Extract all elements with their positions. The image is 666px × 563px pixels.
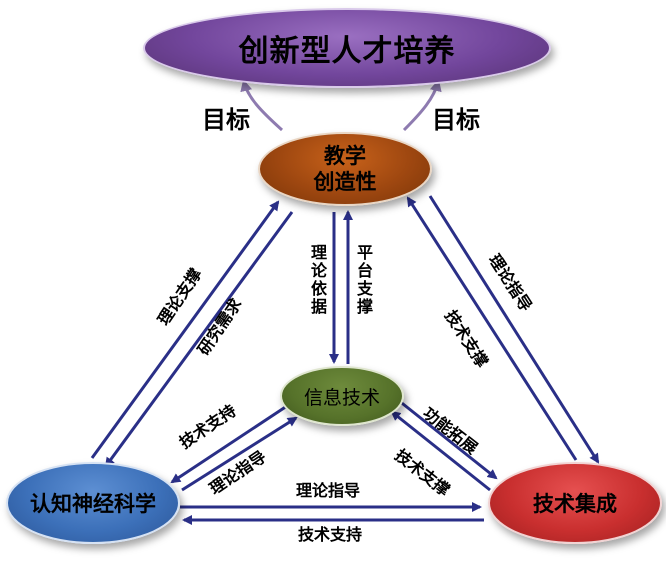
arrow-techint-to-teaching: [406, 196, 578, 461]
arrow-infotech-to-techint: [397, 398, 498, 480]
innovative-talent-label: 创新型人才培养: [238, 34, 456, 69]
edge-label-theory-guidance-bottom: 理论指导: [296, 481, 361, 500]
information-technology-node: 信息技术: [280, 366, 404, 426]
arrow-cognitive-to-infotech: [181, 416, 298, 492]
arrow-teaching-to-cognitive: [104, 211, 294, 468]
teaching-creativity-label: 教学 创造性: [313, 144, 377, 194]
arrow-techint-to-infotech: [390, 410, 491, 492]
technology-integration-label: 技术集成: [533, 492, 617, 516]
goal-label-left: 目标: [202, 106, 250, 134]
arrow-infotech-to-cognitive: [170, 402, 291, 484]
goal-label-right: 目标: [432, 106, 480, 134]
teaching-creativity-node: 教学 创造性: [258, 132, 432, 206]
edge-label-tech-support-bottom: 技术支持: [298, 525, 363, 544]
edge-label-theory-basis: 理论依据: [310, 243, 327, 316]
arrow-teaching-to-techint: [428, 195, 600, 464]
technology-integration-node: 技术集成: [488, 462, 662, 544]
arrow-cognitive-to-teaching: [90, 200, 280, 459]
edge-label-platform-support: 平台支撑: [356, 243, 373, 316]
information-technology-label: 信息技术: [303, 386, 380, 409]
goal-arrow-right: [402, 79, 442, 132]
cognitive-neuroscience-node: 认知神经科学: [6, 462, 180, 544]
innovative-talent-node: 创新型人才培养: [143, 8, 551, 88]
goal-arrow-left: [240, 79, 284, 132]
cognitive-neuroscience-label: 认知神经科学: [30, 492, 156, 516]
